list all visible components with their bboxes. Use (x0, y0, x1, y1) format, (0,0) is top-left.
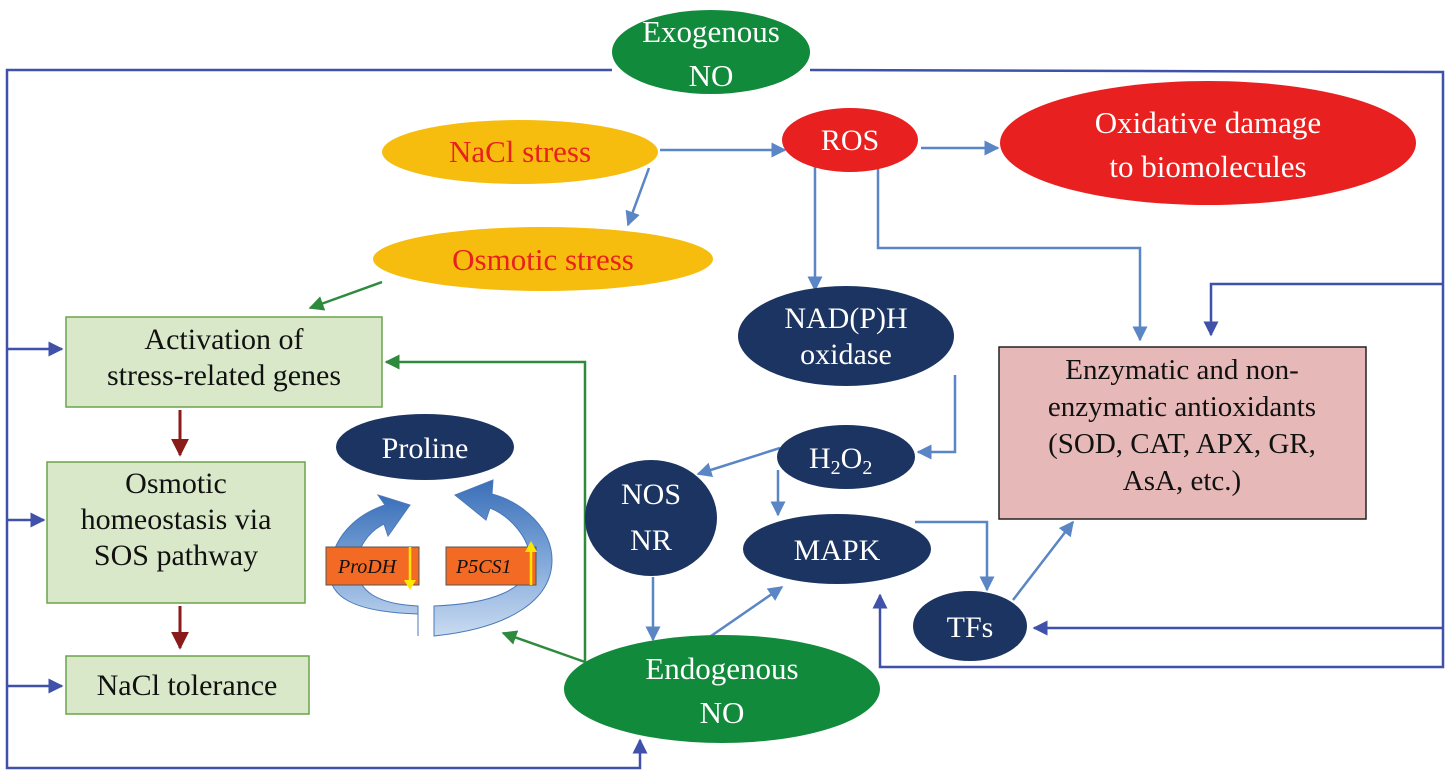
cycle-arrow-left (329, 494, 419, 636)
homeostasis-label-1: Osmotic (125, 467, 227, 500)
oxidative-damage-label-1: Oxidative damage (1095, 105, 1321, 140)
activation-label-1: Activation of (144, 323, 303, 356)
homeostasis-label-2: homeostasis via (81, 503, 272, 536)
prodh-down-arrowhead-icon (404, 580, 416, 590)
prodh-gene: ProDH (325, 546, 420, 590)
exogenous-no-feedback-lines (5, 68, 1445, 770)
endogenous-no-label-2: NO (700, 695, 745, 730)
exogenous-no-node: Exogenous NO (612, 10, 810, 94)
exogenous-no-label-1: Exogenous (642, 14, 780, 49)
nadph-label-1: NAD(P)H (784, 302, 907, 335)
prodh-label: ProDH (337, 556, 398, 578)
green-arrows (308, 280, 587, 664)
to-antioxidants-line (1203, 282, 1443, 337)
exo-right-line (809, 68, 1445, 669)
endogenous-no-label-1: Endogenous (645, 651, 798, 686)
oxidative-damage-label-2: to biomolecules (1109, 149, 1306, 184)
cycle-arrow-right (433, 479, 553, 637)
nacl-tolerance-label: NaCl tolerance (97, 669, 278, 702)
p5cs1-gene: P5CS1 (445, 541, 537, 586)
p5cs1-up-arrowhead-icon (525, 541, 537, 552)
ros-label: ROS (821, 124, 879, 157)
mapk-label: MAPK (794, 534, 881, 567)
nadph-oxidase-node: NAD(P)H oxidase (738, 286, 954, 386)
antioxidants-label-4: AsA, etc.) (1123, 465, 1241, 497)
antioxidants-label-3: (SOD, CAT, APX, GR, (1048, 428, 1316, 460)
osmotic-stress-node: Osmotic stress (373, 227, 713, 291)
proline-cycle (329, 479, 553, 637)
antioxidants-label-1: Enzymatic and non- (1065, 354, 1299, 386)
tfs-label: TFs (947, 611, 994, 644)
exogenous-no-label-2: NO (689, 58, 734, 93)
osmotic-stress-label: Osmotic stress (452, 242, 634, 277)
endogenous-no-node: Endogenous NO (564, 635, 880, 743)
activation-label-2: stress-related genes (107, 359, 341, 392)
nacl-stress-label: NaCl stress (449, 134, 591, 169)
nr-label: NR (630, 524, 672, 557)
nos-label: NOS (621, 478, 681, 511)
proline-label: Proline (382, 432, 469, 465)
antioxidants-box: Enzymatic and non- enzymatic antioxidant… (998, 346, 1367, 520)
nacl-tolerance-box: NaCl tolerance (65, 655, 310, 715)
proline-node: Proline (336, 414, 514, 480)
p5cs1-label: P5CS1 (455, 556, 512, 578)
oxidative-damage-node: Oxidative damage to biomolecules (1000, 81, 1416, 205)
tfs-node: TFs (913, 591, 1027, 661)
activation-box: Activation of stress-related genes (65, 316, 383, 408)
ros-node: ROS (782, 108, 918, 172)
osmotic-homeostasis-box: Osmotic homeostasis via SOS pathway (46, 461, 306, 604)
mapk-node: MAPK (743, 514, 931, 584)
signaling-arrows (625, 140, 1148, 647)
antioxidants-label-2: enzymatic antioxidants (1048, 391, 1316, 423)
h2o2-node: H2O2 (777, 425, 915, 489)
nadph-label-2: oxidase (800, 338, 892, 371)
nacl-stress-node: NaCl stress (382, 120, 658, 184)
h2o2-label: H2O2 (809, 442, 872, 479)
exo-left-line (5, 68, 648, 770)
homeostasis-label-3: SOS pathway (94, 539, 258, 572)
nos-nr-node: NOS NR (585, 460, 717, 576)
